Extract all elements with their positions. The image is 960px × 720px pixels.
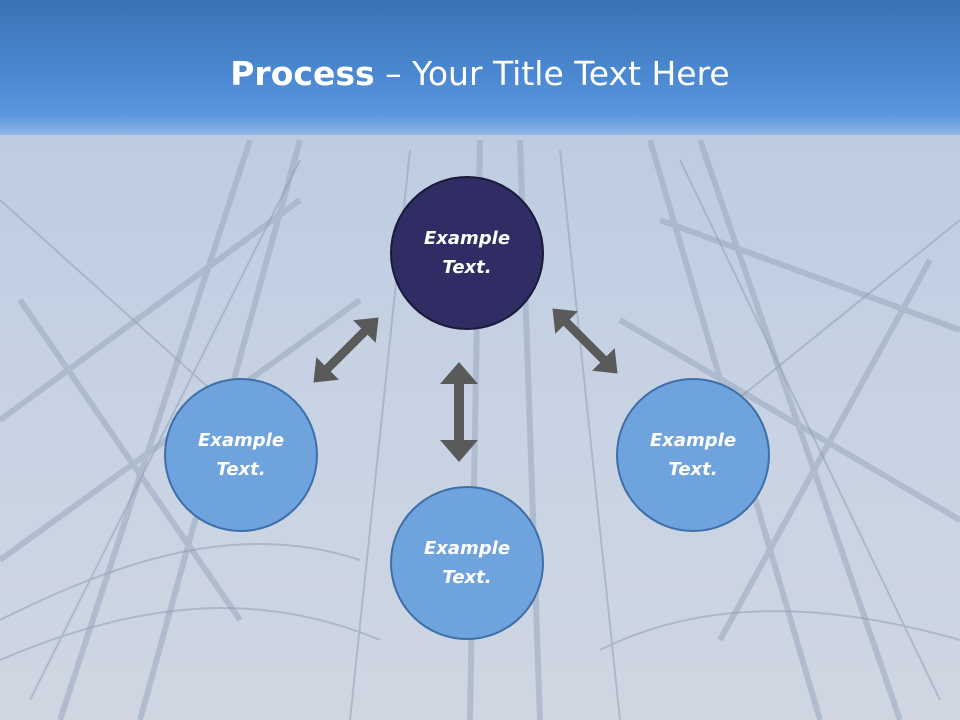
- node-text: Example Text.: [423, 228, 511, 278]
- title-bar: [0, 0, 960, 135]
- double-arrow-left: [313, 317, 379, 383]
- title-rest: – Your Title Text Here: [374, 54, 730, 93]
- double-arrow-right: [552, 308, 618, 374]
- process-node-left[interactable]: Example Text.: [164, 378, 318, 532]
- node-text: Example Text.: [423, 538, 511, 588]
- process-node-top[interactable]: Example Text.: [390, 176, 544, 330]
- node-text: Example Text.: [649, 430, 737, 480]
- process-node-right[interactable]: Example Text.: [616, 378, 770, 532]
- slide-title[interactable]: Process – Your Title Text Here: [0, 52, 960, 96]
- double-arrow-vertical: [440, 362, 478, 462]
- process-node-bottom[interactable]: Example Text.: [390, 486, 544, 640]
- node-text: Example Text.: [197, 430, 285, 480]
- title-bold: Process: [230, 54, 375, 93]
